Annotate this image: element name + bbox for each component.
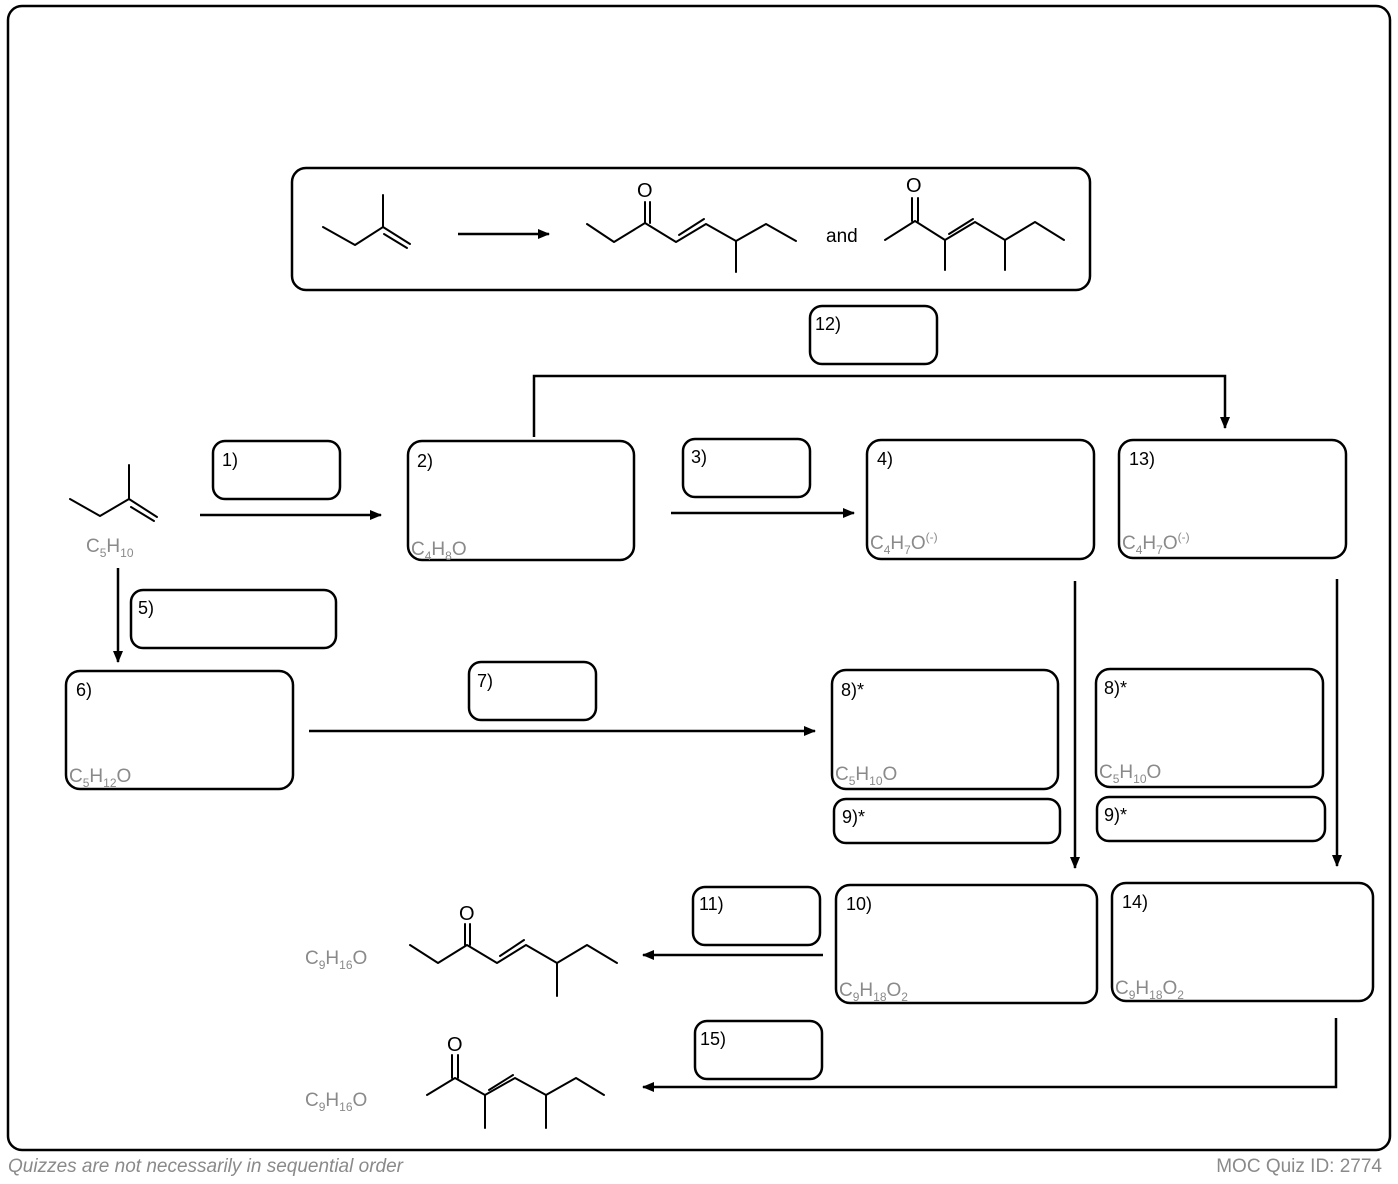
step-label-7: 7)	[477, 671, 493, 691]
reagent-box-11[interactable]	[691, 885, 822, 947]
step-label-6: 6)	[76, 680, 92, 700]
step-label-9a: 9)*	[842, 807, 865, 827]
product-1: O	[409, 903, 618, 997]
target-starting-alkene	[322, 194, 411, 249]
step-label-10: 10)	[846, 894, 872, 914]
formula-8a: C5H10O	[835, 764, 897, 788]
formula-2: C4H8O	[411, 539, 467, 563]
formula-14: C9H18O2	[1115, 978, 1184, 1002]
reagent-box-7[interactable]	[467, 660, 598, 722]
compound-box-4[interactable]	[865, 438, 1096, 561]
formula-13: C4H7O(-)	[1122, 530, 1190, 557]
formula-8b: C5H10O	[1099, 762, 1161, 786]
step-label-1: 1)	[222, 450, 238, 470]
quiz-id: MOC Quiz ID: 2774	[1216, 1156, 1382, 1177]
reagent-box-5[interactable]	[129, 588, 338, 650]
target-product-1: O	[586, 180, 797, 273]
step-label-12: 12)	[815, 314, 841, 334]
arrow-15	[642, 1018, 1338, 1092]
reagent-box-15[interactable]	[693, 1019, 824, 1081]
product-2-oxygen: O	[447, 1034, 463, 1056]
compound-box-8a[interactable]	[830, 668, 1060, 791]
product-1-oxygen: O	[459, 903, 475, 925]
footer-note: Quizzes are not necessarily in sequentia…	[8, 1156, 403, 1177]
step-label-4: 4)	[877, 449, 893, 469]
compound-box-6[interactable]	[64, 669, 295, 791]
step-label-9b: 9)*	[1104, 805, 1127, 825]
target-product-2: O	[884, 175, 1065, 271]
compound-box-8b[interactable]	[1094, 667, 1325, 789]
reagent-box-9b[interactable]	[1095, 795, 1327, 843]
step-label-15: 15)	[700, 1029, 726, 1049]
formula-product-2: C9H16O	[305, 1090, 367, 1114]
starting-alkene	[69, 464, 158, 522]
reagent-box-12[interactable]	[808, 304, 939, 366]
compound-box-13[interactable]	[1117, 438, 1348, 560]
step-label-5: 5)	[138, 598, 154, 618]
outer-frame	[6, 4, 1392, 1152]
formula-product-1: C9H16O	[305, 948, 367, 972]
formula-6: C5H12O	[69, 766, 131, 790]
step-label-8a: 8)*	[841, 680, 864, 700]
step-label-3: 3)	[691, 447, 707, 467]
target-and-text: and	[826, 226, 858, 247]
reagent-box-3[interactable]	[681, 437, 812, 499]
formula-4: C4H7O(-)	[870, 530, 938, 557]
step-label-11: 11)	[699, 894, 724, 914]
step-label-2: 2)	[417, 451, 433, 471]
compound-box-2[interactable]	[406, 439, 636, 562]
step-label-13: 13)	[1129, 449, 1155, 469]
reagent-box-9a[interactable]	[832, 797, 1062, 845]
compound-box-10[interactable]	[834, 883, 1099, 1005]
reagent-box-1[interactable]	[211, 439, 342, 501]
target-box	[290, 166, 1092, 292]
compound-box-14[interactable]	[1110, 881, 1375, 1003]
product-2: O	[426, 1034, 605, 1129]
formula-10: C9H18O2	[839, 980, 908, 1004]
arrow-12	[532, 374, 1230, 437]
target-product-2-oxygen: O	[906, 175, 922, 197]
target-product-1-oxygen: O	[637, 180, 653, 202]
step-label-14: 14)	[1122, 892, 1148, 912]
step-label-8b: 8)*	[1104, 678, 1127, 698]
svg-text:C5H10: C5H10	[86, 536, 134, 560]
formula-start: C5H10	[86, 536, 134, 560]
